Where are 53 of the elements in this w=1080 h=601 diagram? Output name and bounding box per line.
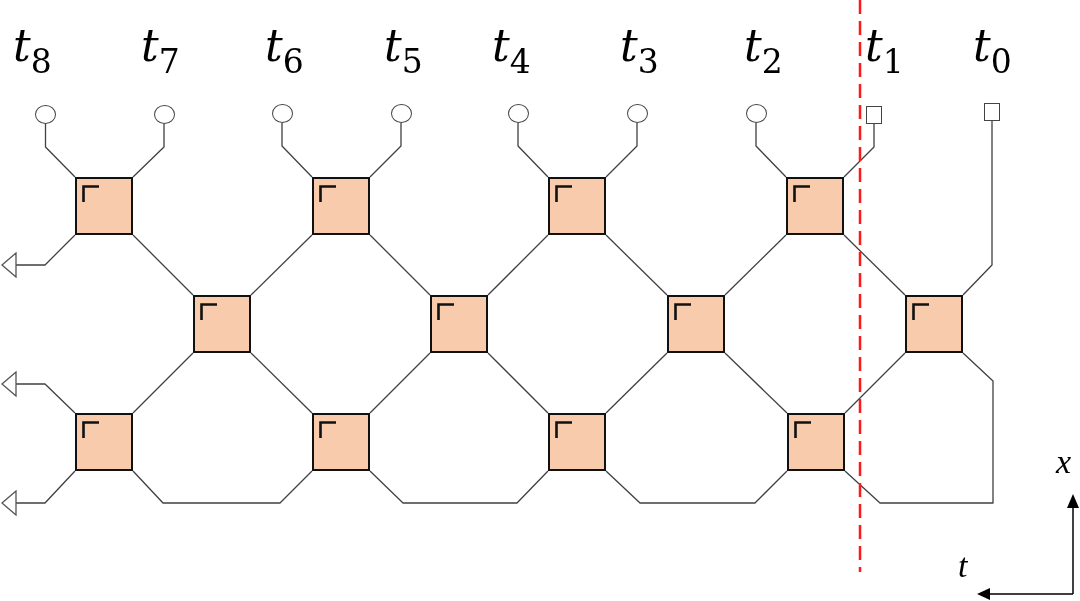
time-label: t$_{0}$ (972, 20, 1013, 83)
arrow (1, 371, 76, 414)
connector-line (605, 352, 668, 414)
time-label: t$_{8}$ (12, 20, 53, 83)
connector-line (369, 234, 431, 296)
connector-line (44, 123, 76, 178)
gate-box (193, 295, 251, 353)
connector-line (724, 352, 788, 414)
time-label: t$_{2}$ (743, 20, 784, 83)
connector-line (250, 234, 313, 296)
connector-line (605, 122, 638, 178)
connector-line (487, 352, 549, 414)
connector-line (755, 122, 787, 178)
time-label: t$_{3}$ (619, 20, 660, 83)
gate-box (312, 177, 370, 235)
connector-line (844, 352, 994, 504)
connector-line (487, 234, 549, 296)
time-label: t$_{7}$ (140, 20, 181, 83)
connector-line (132, 352, 194, 414)
connector-line (843, 123, 875, 178)
time-label: t$_{6}$ (264, 20, 305, 83)
connector-line (250, 352, 313, 414)
axis-label: x (1054, 442, 1073, 482)
connector-line (132, 470, 313, 504)
connector-line (132, 234, 194, 296)
connector-line (605, 234, 668, 296)
connector-line (605, 470, 788, 504)
gate-box (905, 295, 963, 353)
gate-box (312, 413, 370, 471)
time-label: t$_{1}$ (864, 20, 905, 83)
connector-line (517, 122, 549, 178)
arrow (1, 234, 76, 278)
connector-line (844, 352, 906, 414)
gate-box (75, 177, 133, 235)
gate-box (787, 413, 845, 471)
gate-box (667, 295, 725, 353)
connector-line (369, 352, 431, 414)
connector-line (369, 470, 549, 504)
gate-box (548, 413, 606, 471)
time-label: t$_{5}$ (383, 20, 424, 83)
arrow (1, 470, 76, 516)
time-label: t$_{4}$ (491, 20, 532, 83)
connector-line (369, 122, 402, 178)
gate-box (430, 295, 488, 353)
connector-line (962, 120, 993, 296)
gate-box (548, 177, 606, 235)
gate-box (786, 177, 844, 235)
connector-line (281, 122, 313, 178)
gate-box (75, 413, 133, 471)
connector-line (132, 123, 165, 178)
connector-line (843, 234, 906, 296)
connector-line (724, 234, 787, 296)
axis-label: t (957, 546, 969, 586)
